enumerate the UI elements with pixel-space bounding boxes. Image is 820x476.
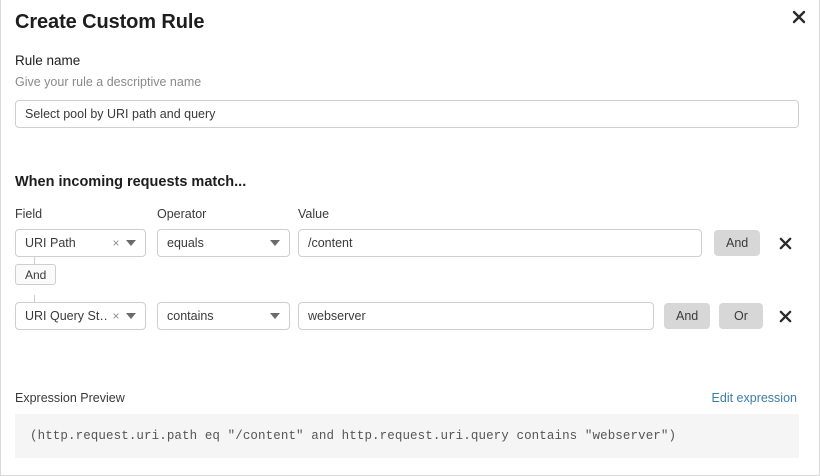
field-select-value: URI Path <box>25 236 76 250</box>
chevron-down-icon[interactable] <box>267 313 283 319</box>
operator-select-value: equals <box>167 236 204 250</box>
and-button[interactable]: And <box>714 230 761 256</box>
operator-select-value: contains <box>167 309 214 323</box>
connector-and-badge[interactable]: And <box>15 264 57 285</box>
value-input[interactable] <box>298 302 654 330</box>
condition-row: URI Query St… × contains And Or <box>1 302 820 330</box>
field-select-value: URI Query St… <box>25 309 109 323</box>
close-small-icon[interactable]: × <box>112 309 120 323</box>
chevron-down-icon[interactable] <box>267 240 283 246</box>
rule-name-input[interactable] <box>15 100 799 128</box>
rule-name-help-text: Give your rule a descriptive name <box>15 75 202 89</box>
condition-row: URI Path × equals And <box>1 229 820 257</box>
logic-connector: And <box>15 257 75 302</box>
column-header-value: Value <box>298 207 330 221</box>
and-button[interactable]: And <box>664 303 711 329</box>
value-input[interactable] <box>298 229 702 257</box>
rule-name-label: Rule name <box>15 53 81 68</box>
or-button[interactable]: Or <box>719 303 763 329</box>
operator-select[interactable]: equals <box>157 229 290 257</box>
chevron-down-icon[interactable] <box>123 240 139 246</box>
chevron-down-icon[interactable] <box>123 313 139 319</box>
close-icon[interactable] <box>788 6 810 28</box>
edit-expression-link[interactable]: Edit expression <box>711 391 797 405</box>
field-select[interactable]: URI Query St… × <box>15 302 146 330</box>
close-small-icon[interactable]: × <box>112 236 120 250</box>
expression-preview-label: Expression Preview <box>15 391 125 405</box>
operator-select[interactable]: contains <box>157 302 290 330</box>
connector-line-bottom <box>34 295 35 302</box>
column-header-operator: Operator <box>157 207 207 221</box>
match-section-heading: When incoming requests match... <box>15 174 247 190</box>
expression-preview-box: (http.request.uri.path eq "/content" and… <box>15 414 799 458</box>
delete-icon[interactable] <box>772 303 798 329</box>
delete-icon[interactable] <box>772 230 798 256</box>
column-header-field: Field <box>15 207 43 221</box>
expression-preview-text: (http.request.uri.path eq "/content" and… <box>30 429 677 443</box>
field-select[interactable]: URI Path × <box>15 229 146 257</box>
connector-line-top <box>34 257 35 264</box>
dialog-title: Create Custom Rule <box>15 11 205 33</box>
